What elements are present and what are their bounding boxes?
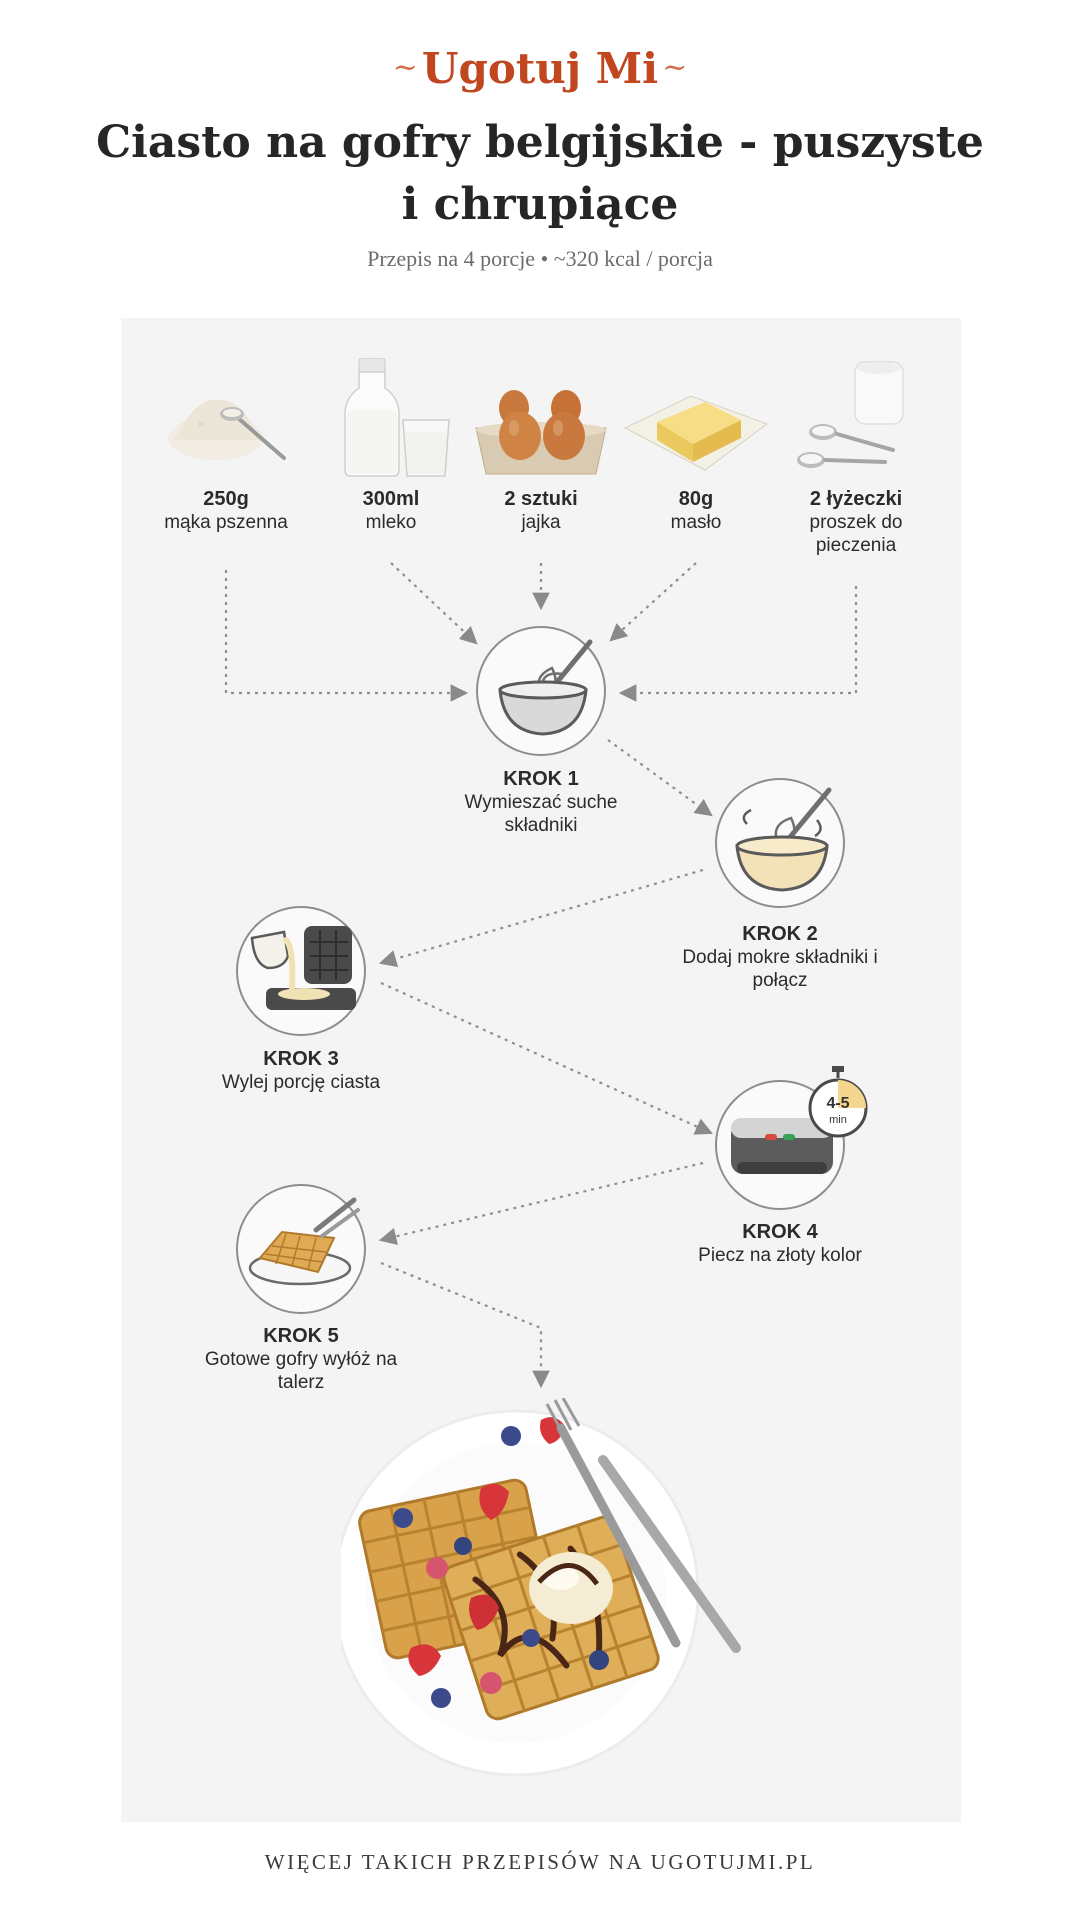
step-1: KROK 1 Wymieszać suche składniki xyxy=(441,768,641,837)
eggs-icon xyxy=(475,390,607,475)
timer-value: 4-5 xyxy=(826,1095,849,1112)
step-2-icon-circle xyxy=(715,778,845,908)
finished-waffles-image xyxy=(341,1398,741,1777)
ingredient-qty: 2 łyżeczki xyxy=(809,488,903,510)
ingredient-butter: 80g masło xyxy=(621,358,771,534)
step-2: KROK 2 Dodaj mokre składniki i połącz xyxy=(680,923,880,992)
brand-logo[interactable]: ~Ugotuj Mi~ xyxy=(392,44,688,93)
ingredient-baking-powder: 2 łyżeczki proszek do pieczenia xyxy=(781,358,931,557)
step-label: KROK 1 xyxy=(503,768,579,790)
flour-icon xyxy=(168,399,286,460)
step-5-icon-circle xyxy=(236,1184,366,1314)
ingredient-flour: 250g mąka pszenna xyxy=(151,358,301,534)
step-4: KROK 4 Piecz na złoty kolor xyxy=(680,1221,880,1267)
brand-name: Ugotuj Mi xyxy=(421,44,659,93)
footer-link[interactable]: WIĘCEJ TAKICH PRZEPISÓW NA UGOTUJMI.PL xyxy=(264,1850,816,1874)
waffle-plate-icon xyxy=(248,1197,360,1286)
step-label: KROK 2 xyxy=(742,923,818,945)
step-label: KROK 4 xyxy=(742,1221,818,1243)
pour-batter-icon xyxy=(250,926,356,1010)
ingredient-qty: 2 sztuki xyxy=(504,488,578,510)
step-3: KROK 3 Wylej porcję ciasta xyxy=(201,1048,401,1094)
flow-arrows xyxy=(224,562,858,1389)
step-1-icon-circle xyxy=(476,626,606,756)
step-text: Gotowe gofry wyłóż na talerz xyxy=(204,1349,398,1393)
timer-unit: min xyxy=(829,1114,847,1126)
milk-icon xyxy=(344,358,450,477)
butter-icon xyxy=(623,395,769,471)
ingredient-eggs: 2 sztuki jajka xyxy=(466,358,616,534)
ingredient-milk: 300ml mleko xyxy=(316,358,466,534)
step-3-icon-circle xyxy=(236,906,366,1036)
step-label: KROK 3 xyxy=(263,1048,339,1070)
ingredient-name: masło xyxy=(670,512,722,533)
step-text: Piecz na złoty kolor xyxy=(698,1245,862,1266)
ingredient-qty: 300ml xyxy=(362,488,420,510)
step-5: KROK 5 Gotowe gofry wyłóż na talerz xyxy=(201,1325,401,1394)
recipe-subtitle: Przepis na 4 porcje • ~320 kcal / porcja xyxy=(367,246,713,271)
step-label: KROK 5 xyxy=(263,1325,339,1347)
mixing-icon xyxy=(735,787,832,892)
step-text: Wylej porcję ciasta xyxy=(221,1072,381,1093)
ingredient-name: proszek do pieczenia xyxy=(809,512,903,556)
baking-powder-icon xyxy=(797,361,904,468)
ingredient-name: jajka xyxy=(521,512,561,533)
page-title: Ciasto na gofry belgijskie - puszyste i … xyxy=(96,117,984,230)
step-text: Wymieszać suche składniki xyxy=(464,792,618,836)
whisk-bowl-icon xyxy=(498,639,593,736)
waffle-maker-icon xyxy=(731,1118,833,1174)
step-text: Dodaj mokre składniki i połącz xyxy=(682,947,878,991)
ingredient-qty: 80g xyxy=(678,488,714,510)
recipe-infographic: 250g mąka pszenna 300ml mleko 2 sztuki j… xyxy=(121,318,961,1822)
ingredient-qty: 250g xyxy=(203,488,249,510)
ingredient-name: mleko xyxy=(365,512,417,533)
ingredient-name: mąka pszenna xyxy=(164,512,288,533)
timer-icon: 4-5 min xyxy=(808,1066,868,1138)
